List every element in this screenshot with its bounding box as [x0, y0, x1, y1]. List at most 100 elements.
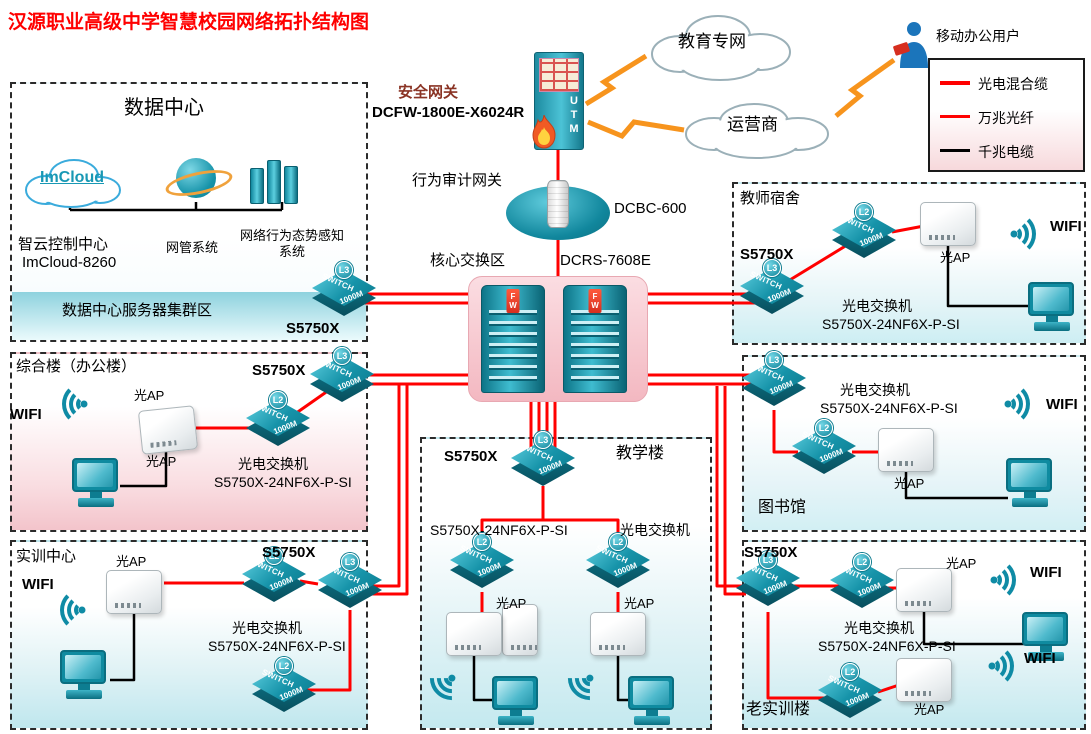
converter-label: 光电交换机	[844, 620, 914, 636]
fw-badge: FW	[588, 289, 602, 313]
isp-cloud	[685, 103, 829, 159]
wifi-label: WIFI	[1046, 396, 1078, 413]
base	[1012, 498, 1048, 507]
legend-row: 光电混合缆	[930, 66, 1083, 100]
utm-label: UTM	[568, 95, 580, 137]
optical-ap-teaching-left	[446, 612, 502, 656]
hybrid-cable-line-sample	[940, 81, 970, 85]
wifi-arc	[970, 644, 1014, 688]
computer-teacher-dorm	[1028, 282, 1076, 340]
behavior-system-label: 网络行为态势感知系统	[239, 228, 344, 259]
optical-ap-label: 光AP	[946, 556, 977, 571]
firewall-brick-pattern	[539, 58, 579, 92]
optical-ap-label: 光AP	[146, 454, 177, 469]
edu-network-cloud	[651, 15, 791, 81]
base	[1034, 322, 1070, 331]
core-switch-area: FW FW	[468, 276, 648, 402]
l2-badge: L2	[275, 657, 293, 675]
audit-gateway-label: 行为审计网关	[412, 172, 503, 189]
datacenter-title: 数据中心	[124, 97, 204, 119]
l3-badge: L3	[765, 351, 783, 369]
cluster-area-label: 数据中心服务器集群区	[62, 302, 213, 319]
wifi-arc	[62, 382, 106, 426]
base	[66, 690, 102, 699]
wifi-icon-teacher-dorm	[1004, 210, 1052, 258]
optical-ap-label: 光AP	[940, 250, 971, 265]
l3-badge: L3	[341, 553, 359, 571]
computer-old-training	[1022, 612, 1070, 670]
optical-ap-teaching-right	[590, 612, 646, 656]
converter-label: 光电交换机	[620, 522, 690, 538]
datacenter-cluster-band	[12, 292, 366, 340]
optical-ap-office	[137, 405, 199, 455]
wifi-label: WIFI	[1030, 564, 1062, 581]
zone-title-office: 综合楼（办公楼）	[16, 358, 137, 375]
zone-title-old-training: 老实训楼	[746, 701, 811, 718]
legend-label: 光电混合缆	[978, 76, 1048, 92]
optical-ap-library	[878, 428, 934, 472]
stand	[1024, 492, 1036, 498]
server	[267, 160, 281, 204]
l2-badge: L2	[841, 663, 859, 681]
mobile-user-label: 移动办公用户	[936, 28, 1020, 44]
nms-label: 网管系统	[166, 240, 219, 255]
l2-badge: L2	[609, 533, 627, 551]
mobile-user-icon	[893, 22, 928, 68]
switch-model-label: S5750X	[262, 544, 316, 561]
computer-office	[72, 458, 120, 516]
zone-title-training: 实训中心	[16, 548, 77, 565]
switch-model-label: S5750X	[740, 246, 794, 263]
server	[250, 168, 264, 204]
converter-model-label: S5750X-24NF6X-P-SI	[430, 522, 568, 538]
l2-badge: L2	[269, 391, 287, 409]
control-center-model: ImCloud-8260	[22, 254, 117, 271]
legend-row: 千兆电缆	[930, 134, 1083, 168]
bolt-utm-isp	[587, 119, 685, 140]
computer-teaching-left	[492, 676, 540, 734]
isp-label: 运营商	[727, 115, 778, 134]
optical-ap-label: 光AP	[624, 596, 655, 611]
monitor	[72, 458, 118, 492]
wifi-label: WIFI	[22, 576, 54, 593]
imcloud-label: ImCloud	[40, 169, 104, 186]
monitor	[1028, 282, 1074, 316]
wifi-label: WIFI	[1024, 650, 1056, 667]
monitor	[1022, 612, 1068, 646]
base	[78, 498, 114, 507]
l3-badge: L3	[763, 259, 781, 277]
stand	[78, 684, 90, 690]
monitor	[1006, 458, 1052, 492]
stand	[90, 492, 102, 498]
core-switch-model: DCRS-7608E	[560, 252, 651, 269]
converter-model-label: S5750X-24NF6X-P-SI	[208, 638, 346, 654]
optical-ap-training	[106, 570, 162, 614]
audit-gateway-device	[547, 180, 569, 228]
wifi-arc	[60, 588, 104, 632]
bolt-isp-mobile	[834, 57, 896, 118]
utm-firewall: UTM	[532, 52, 584, 150]
converter-label: 光电交换机	[840, 382, 910, 398]
bolt-utm-edu	[584, 53, 648, 107]
security-gateway-model: DCFW-1800E-X6024R	[372, 104, 525, 121]
optical-ap-teacher-dorm	[920, 202, 976, 246]
l3-badge: L3	[534, 431, 552, 449]
zone-title-teacher-dorm: 教师宿舍	[740, 190, 801, 207]
monitor	[628, 676, 674, 710]
computer-training	[60, 650, 108, 708]
monitor	[60, 650, 106, 684]
computer-teaching-right	[628, 676, 676, 734]
converter-model-label: S5750X-24NF6X-P-SI	[822, 316, 960, 332]
flame-icon	[532, 115, 556, 149]
zone-title-library: 图书馆	[758, 499, 807, 516]
